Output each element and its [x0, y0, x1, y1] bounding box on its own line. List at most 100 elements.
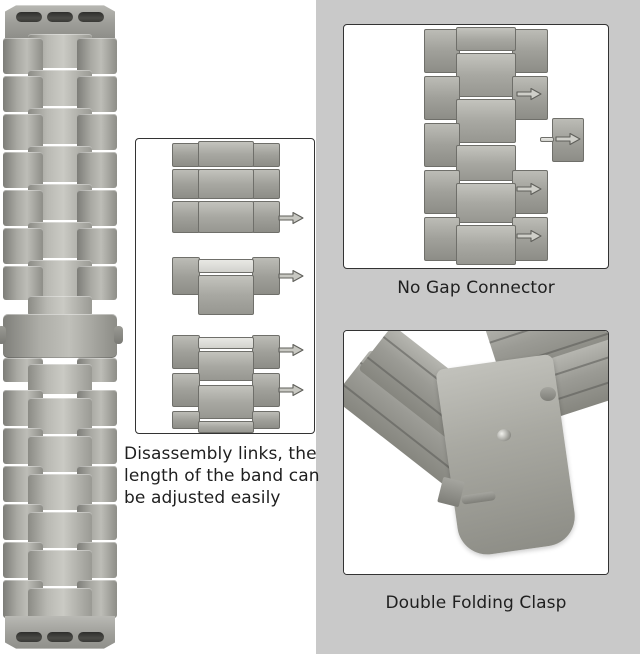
diagram-side-link [252, 411, 280, 429]
band-side-link [3, 114, 43, 150]
caption-double-folding-clasp: Double Folding Clasp [385, 593, 567, 613]
connector-pin [540, 137, 554, 142]
watch-lug-connector-top [5, 5, 115, 38]
diagram-center-link [456, 27, 516, 51]
band-side-link [77, 76, 117, 112]
lug-slot-icon [78, 12, 104, 22]
band-link-row [0, 76, 120, 112]
diagram-center-link [198, 421, 254, 433]
panel-double-folding-clasp [343, 330, 609, 575]
diagram-center-link [456, 99, 516, 143]
band-side-link [77, 114, 117, 150]
arrow-right-icon [278, 211, 304, 225]
arrow-right-icon [278, 269, 304, 283]
band-link-row [0, 190, 120, 226]
diagram-center-link [456, 53, 516, 97]
band-side-link [77, 266, 117, 300]
diagram-side-link [252, 201, 280, 233]
diagram-side-link [172, 169, 200, 199]
diagram-side-link [172, 411, 200, 429]
caption-line: length of the band can [124, 466, 320, 486]
lug-slot-icon [47, 12, 73, 22]
diagram-step-3 [136, 331, 316, 433]
diagram-side-link [252, 257, 280, 295]
band-side-link [77, 152, 117, 188]
diagram-center-link [198, 275, 254, 315]
watch-lug-connector-bottom [5, 616, 115, 649]
diagram-center-link [198, 201, 254, 233]
band-link-row [0, 114, 120, 150]
diagram-center-link [198, 169, 254, 199]
clasp-release-button [0, 326, 6, 344]
band-link-row [0, 588, 120, 620]
lug-slot-icon [78, 632, 104, 642]
diagram-side-link [172, 257, 200, 295]
diagram-side-link [424, 170, 460, 214]
diagram-side-link [252, 373, 280, 407]
arrow-right-icon [516, 229, 542, 243]
clasp-pin-icon [540, 387, 556, 401]
diagram-center-link [198, 141, 254, 167]
diagram-center-link [198, 385, 254, 419]
diagram-center-link [456, 225, 516, 265]
arrow-right-icon [555, 132, 581, 146]
diagram-step-2 [136, 247, 316, 325]
band-link-row [0, 228, 120, 264]
panel-no-gap-connector [343, 24, 609, 269]
diagram-center-link [456, 145, 516, 181]
band-side-link [77, 38, 117, 74]
lug-slot-icon [16, 632, 42, 642]
band-side-link [77, 228, 117, 264]
band-side-link [3, 76, 43, 112]
diagram-side-link [424, 123, 460, 167]
diagram-side-link [512, 76, 548, 120]
no-gap-diagram [344, 25, 610, 270]
diagram-center-link [456, 183, 516, 223]
band-link-row [0, 266, 120, 300]
panel-disassembly-diagram [135, 138, 315, 434]
caption-disassembly: Disassembly links, the length of the ban… [124, 443, 320, 509]
diagram-pin [198, 259, 254, 273]
band-center-link [28, 296, 92, 316]
clasp-latch-tab [461, 491, 497, 505]
band-link-row [0, 152, 120, 188]
band-link-row [0, 296, 120, 316]
lug-slot-icon [16, 12, 42, 22]
diagram-side-link [424, 217, 460, 261]
diagram-side-link [172, 143, 200, 167]
caption-line: Disassembly links, the [124, 444, 317, 464]
diagram-side-link [172, 373, 200, 407]
watch-band-full [0, 0, 123, 654]
diagram-side-link [172, 335, 200, 369]
diagram-center-link [198, 351, 254, 381]
lug-slot-icon [47, 632, 73, 642]
diagram-side-link [252, 143, 280, 167]
band-side-link [3, 38, 43, 74]
diagram-side-link [424, 76, 460, 120]
arrow-right-icon [516, 182, 542, 196]
clasp-release-button [114, 326, 123, 344]
diagram-pin [198, 337, 254, 349]
diagram-side-link [424, 29, 460, 73]
folding-clasp-section [0, 314, 123, 358]
diagram-side-link [252, 169, 280, 199]
diagram-step-1 [136, 139, 316, 239]
arrow-right-icon [278, 343, 304, 357]
diagram-side-link [252, 335, 280, 369]
clasp-screw-icon [496, 428, 512, 443]
band-link-row [0, 38, 120, 74]
caption-no-gap-connector: No Gap Connector [397, 278, 555, 298]
arrow-right-icon [278, 383, 304, 397]
diagram-side-link [512, 217, 548, 261]
arrow-right-icon [516, 87, 542, 101]
band-side-link [3, 152, 43, 188]
band-side-link [77, 190, 117, 226]
band-link-row [0, 364, 120, 394]
diagram-side-link [172, 201, 200, 233]
band-side-link [3, 190, 43, 226]
diagram-side-link [512, 29, 548, 73]
band-center-link [28, 588, 92, 620]
band-side-link [3, 266, 43, 300]
band-side-link [3, 228, 43, 264]
